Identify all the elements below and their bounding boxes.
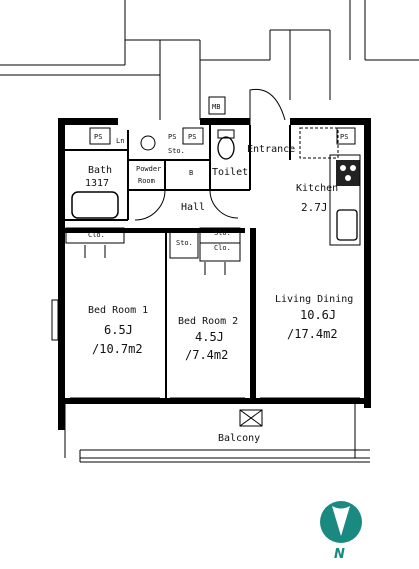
sto-label-2: Sto. [214, 229, 231, 237]
stove-icon [336, 160, 360, 186]
balcony-label: Balcony [218, 433, 260, 444]
clo-label-1: Clo. [88, 231, 105, 239]
living-name: Living Dining [275, 294, 353, 305]
toilet-icon [217, 136, 235, 160]
living-j: 10.6J [300, 308, 336, 322]
entrance-door [249, 88, 286, 125]
compass-icon [320, 501, 362, 543]
ps-label-4: PS [340, 133, 348, 141]
balcony [64, 404, 370, 463]
bath-size-label: 1317 [85, 178, 109, 189]
bedroom1-m2: /10.7m2 [92, 342, 143, 356]
toilet-label: Toilet [212, 167, 248, 178]
ln-label: Ln [116, 137, 124, 145]
bath-label: Bath [88, 165, 112, 176]
hall-label: Hall [181, 202, 205, 213]
ps-label-1: PS [94, 133, 102, 141]
mb-label: MB [212, 103, 220, 111]
bathtub-icon [71, 191, 119, 219]
sto-label-1: Sto. [176, 239, 193, 247]
storage-boxes [65, 227, 241, 262]
entrance-label: Entrance [247, 144, 295, 155]
ps-label-3: PS [188, 133, 196, 141]
kitchen-counter [329, 154, 361, 246]
bedroom2-m2: /7.4m2 [185, 348, 228, 362]
kitchen-label: Kitchen [296, 183, 338, 194]
living-m2: /17.4m2 [287, 327, 338, 341]
mb-box [208, 96, 226, 115]
kitchen-size-label: 2.7J [301, 201, 328, 214]
bedroom1-name: Bed Room 1 [88, 305, 148, 316]
b-mark-label: B [189, 169, 193, 177]
outer-walls [58, 118, 371, 430]
windows [51, 299, 360, 399]
ps-boxes [89, 127, 356, 159]
sto-label-3: Sto. [168, 147, 185, 155]
powder-room-label-1: Powder [136, 165, 161, 173]
exterior-lines [0, 0, 419, 120]
powder-room-label-2: Room [138, 177, 155, 185]
hall-door-arc [134, 189, 166, 221]
compass-letter: N [334, 547, 345, 562]
sink-icon [140, 135, 156, 151]
bedroom2-name: Bed Room 2 [178, 316, 238, 327]
interior-walls [65, 125, 291, 398]
ps-label-2: PS [168, 133, 176, 141]
kitchen-sink-icon [336, 209, 358, 241]
bedroom1-j: 6.5J [104, 323, 133, 337]
bedroom2-j: 4.5J [195, 330, 224, 344]
door-marks [84, 245, 226, 275]
clo-label-2: Clo. [214, 244, 231, 252]
